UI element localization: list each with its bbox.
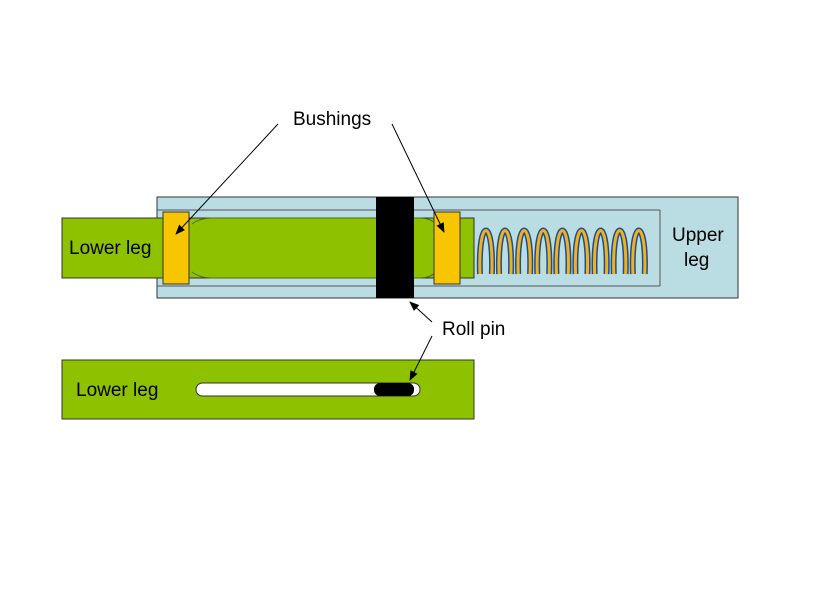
bushing-left — [162, 211, 190, 285]
spring-coil — [612, 229, 628, 275]
bushings-arrow-right — [391, 123, 445, 233]
spring-coil — [497, 229, 513, 275]
bushings-label: Bushings — [293, 109, 371, 130]
spring-coil — [535, 229, 551, 275]
lower-leg-top-slot-upper — [191, 217, 437, 225]
roll-pin-bottom — [374, 383, 414, 396]
spring-coil — [631, 229, 647, 275]
lower-leg-top-label: Lower leg — [69, 238, 151, 259]
spring-coil — [478, 229, 494, 275]
roll-pin-top — [376, 197, 414, 298]
spring — [476, 227, 648, 275]
spring-coil — [593, 229, 609, 275]
lower-leg-slot — [195, 382, 421, 397]
roll-pin-label: Roll pin — [442, 319, 505, 340]
bushing-right — [433, 211, 461, 285]
upper-leg-label-line1: Upper — [672, 225, 724, 246]
spring-coil — [573, 229, 590, 275]
bushings-arrow-left — [175, 123, 279, 235]
upper-leg-label-line2: leg — [684, 250, 709, 271]
spring-coil — [554, 229, 570, 275]
roll-pin-arrow-bottom — [409, 335, 433, 381]
spring-coil — [516, 229, 532, 275]
lower-leg-top-slot-lower — [191, 271, 437, 279]
lower-leg-bottom-label: Lower leg — [76, 380, 158, 401]
roll-pin-arrow-top — [409, 301, 433, 323]
